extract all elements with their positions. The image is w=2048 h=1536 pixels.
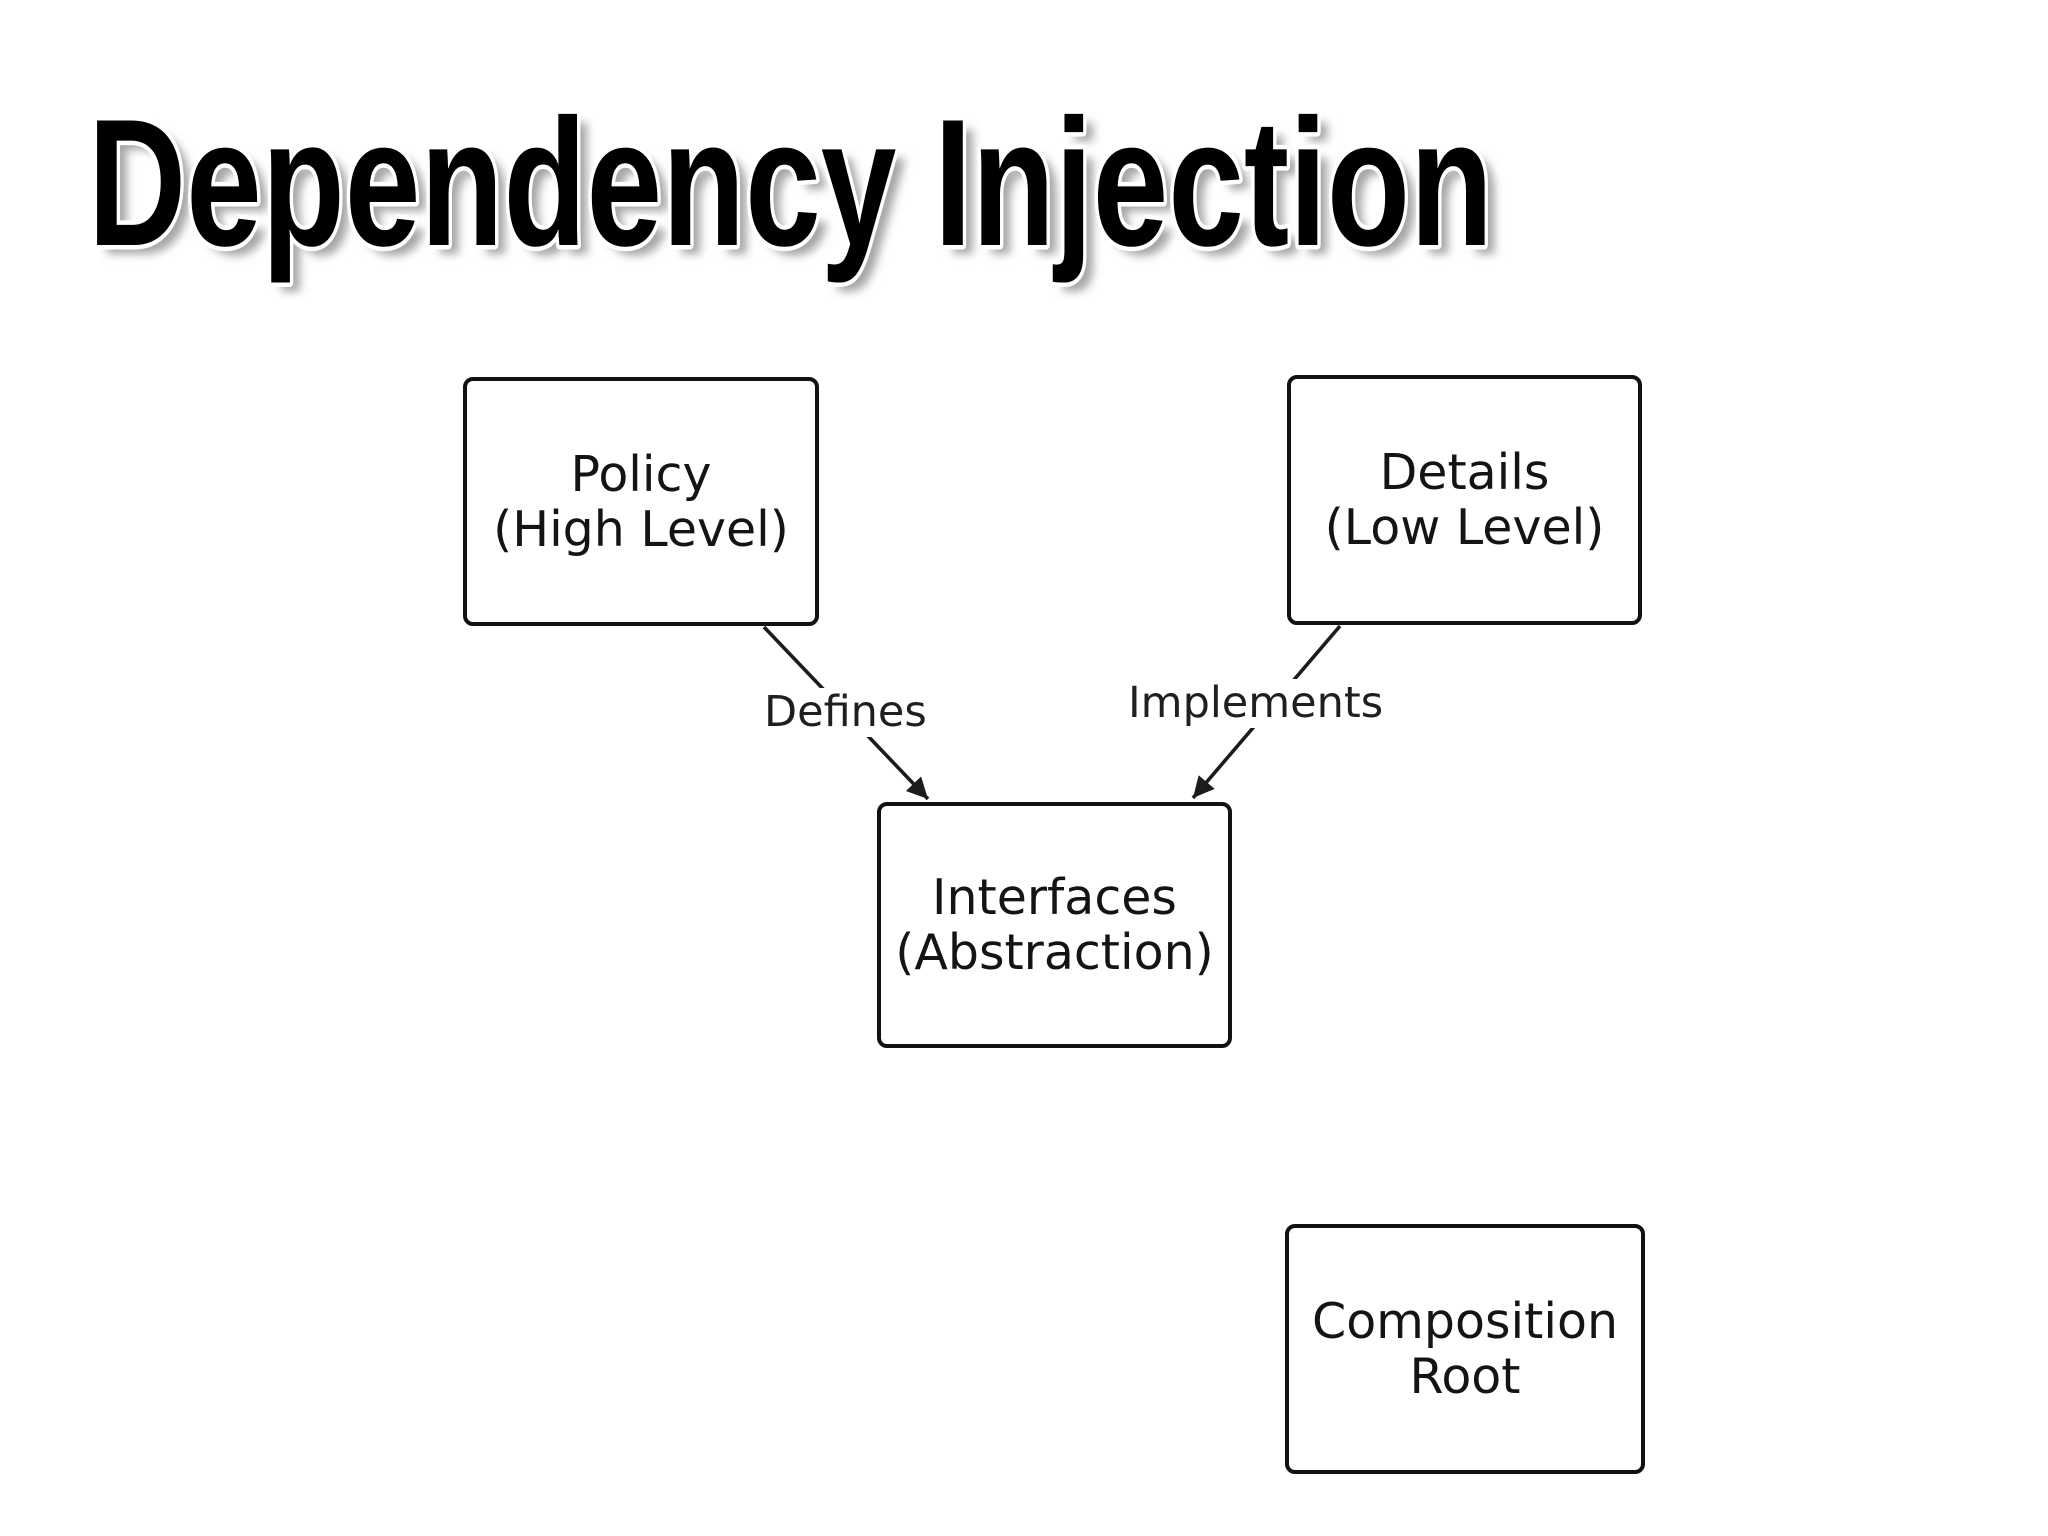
node-interfaces-line1: Interfaces bbox=[932, 869, 1177, 926]
node-details: Details (Low Level) bbox=[1287, 375, 1642, 625]
node-details-line2: (Low Level) bbox=[1324, 499, 1605, 556]
node-details-line1: Details bbox=[1379, 444, 1550, 501]
node-interfaces-line2: (Abstraction) bbox=[895, 924, 1214, 981]
title-text: Dependency Injection bbox=[88, 82, 1493, 284]
node-composition-root: Composition Root bbox=[1285, 1224, 1645, 1474]
slide-title: Dependency Injection Dependency Injectio… bbox=[84, 78, 1504, 294]
node-policy-line2: (High Level) bbox=[493, 500, 789, 558]
node-composition-root-line1: Composition bbox=[1311, 1293, 1618, 1350]
edge-label-defines: Defines bbox=[755, 688, 936, 737]
node-composition-root-line2: Root bbox=[1409, 1348, 1521, 1405]
node-policy: Policy (High Level) bbox=[463, 377, 819, 626]
title-shadow-text: Dependency Injection bbox=[98, 91, 1503, 293]
node-interfaces: Interfaces (Abstraction) bbox=[877, 802, 1232, 1048]
node-policy-line1: Policy bbox=[570, 445, 712, 503]
edge-label-implements: Implements bbox=[1119, 679, 1393, 728]
